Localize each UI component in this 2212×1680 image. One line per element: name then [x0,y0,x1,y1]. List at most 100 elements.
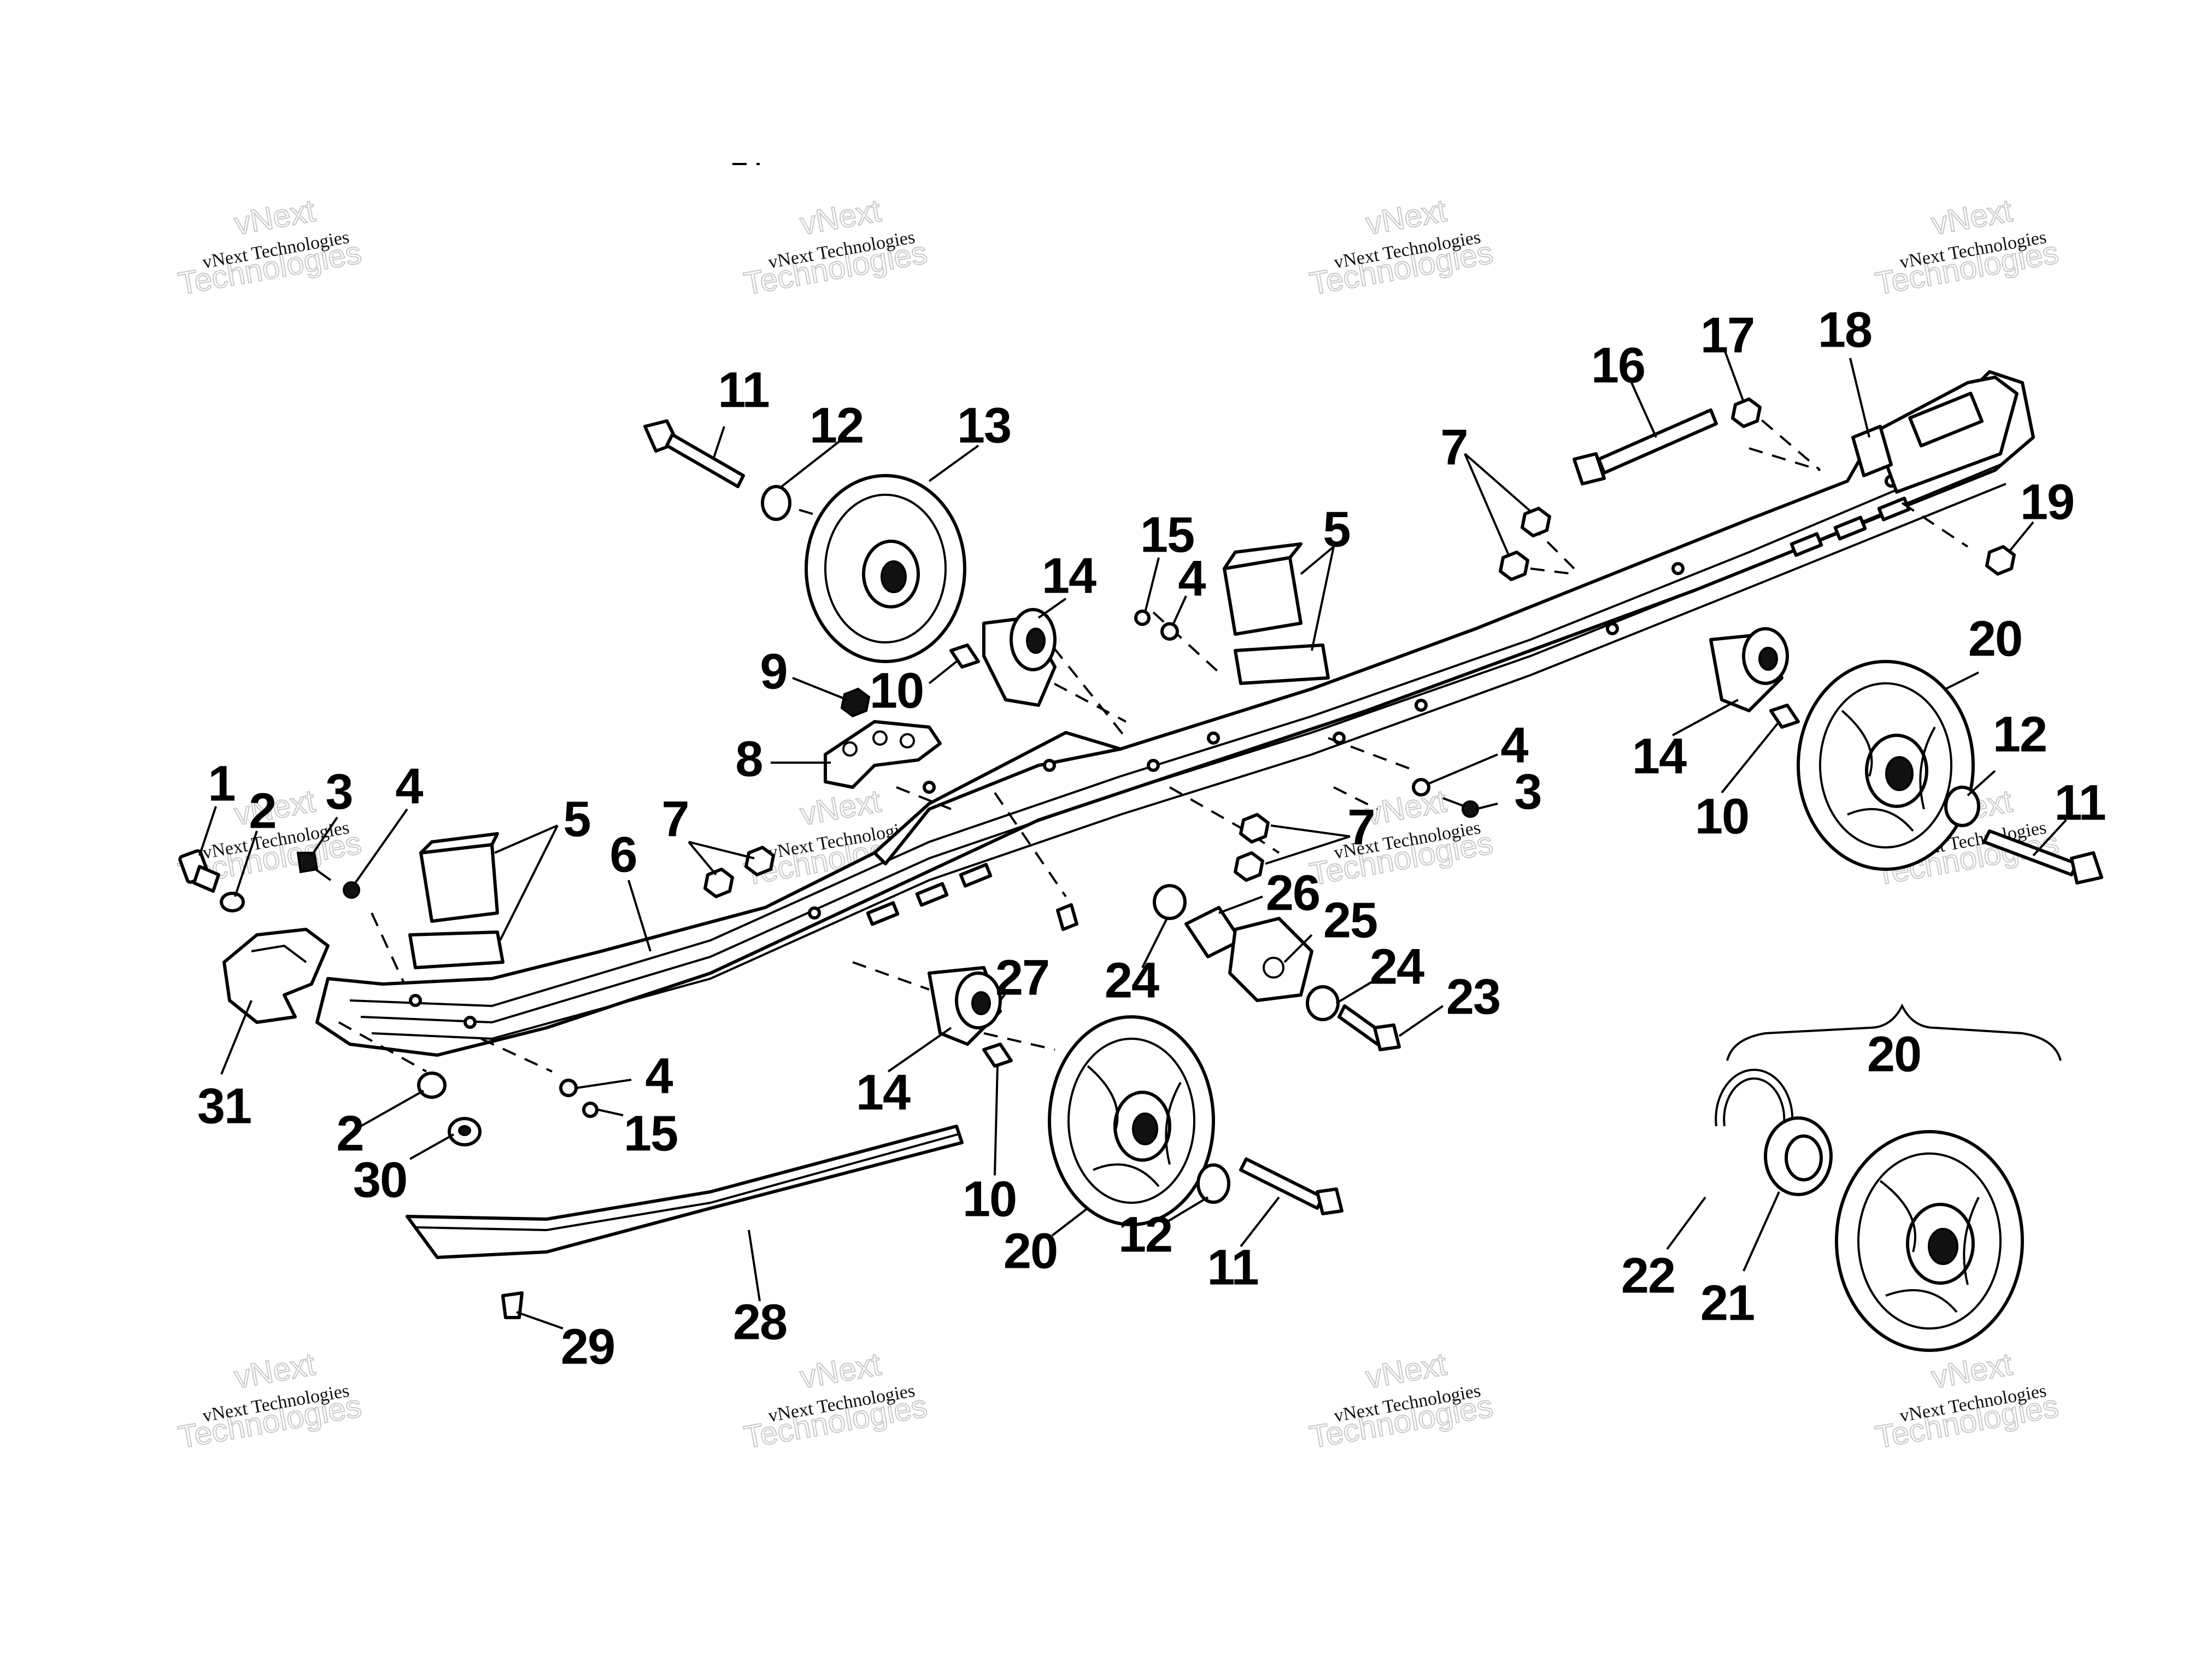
part-27-screw [1056,903,1078,931]
leader-line [220,1000,253,1075]
wheel-spoke [1847,808,1914,832]
rail-window [959,863,993,888]
bumper-block-top [1223,542,1302,570]
wheel-spoke [1093,1163,1160,1187]
bracket-body [1228,917,1313,1002]
leader-line [1398,1005,1444,1037]
screw-head [1462,800,1479,818]
assembly-line [1742,403,1821,471]
part-1-bolt [178,849,220,893]
callout-4: 4 [1500,717,1528,773]
assembly-line [1530,567,1575,575]
callout-11: 11 [1207,1239,1258,1295]
leader-line [1426,753,1498,786]
callout-labels: 1 2 3 4 5 6 7 8 9 10 11 12 13 14 15 4 5 … [197,302,2107,1374]
bushing-bore [458,1125,471,1136]
callout-25: 25 [1323,892,1377,948]
callout-26: 26 [1266,865,1319,921]
leader-line [1270,824,1351,838]
leader-line [360,1090,424,1127]
callout-4: 4 [395,758,423,814]
wheel-spoke [1841,710,1873,777]
part-24-washer [1153,884,1187,920]
callout-16: 16 [1591,337,1645,393]
leader-line [1141,918,1168,968]
rail-tip-ridge [251,944,307,963]
callout-14: 14 [856,1064,911,1120]
hex-nut [1499,551,1529,581]
bolt-head [1316,1187,1343,1215]
part-17-nut [1731,397,1762,428]
rail-front-arm [873,731,1122,865]
assembly-line [983,1032,1055,1051]
part-12-washer [761,485,791,521]
callout-12: 12 [1118,1207,1172,1262]
assembly-line [1333,786,1378,810]
rail-hole [1606,622,1619,635]
part-20-wheel-right [1797,660,1975,871]
leader-line [409,1133,454,1160]
part-4-nut-middle [1412,778,1430,797]
part-3-screw [296,852,332,881]
callout-1: 1 [208,756,234,811]
callout-10: 10 [870,663,923,718]
rail-window [1833,516,1867,541]
callout-11: 11 [718,362,768,418]
watermark: vNext Technologies vNext Technologies [1872,192,2062,302]
assembly-line [1152,611,1220,674]
part-4-nut-top [1160,622,1179,641]
leader-line [1672,699,1739,736]
part-10-bolt-lower [982,1043,1013,1068]
callout-12: 12 [1993,706,2046,762]
leader-line [1723,349,1745,402]
wheel-rim [824,494,947,643]
watermark: vNext Technologies vNext Technologies [741,1346,930,1456]
part-21-bearing-inner [1785,1134,1823,1181]
callout-9: 9 [760,643,787,699]
leader-line [310,816,338,857]
callout-8: 8 [735,731,762,787]
wheel-bore [881,560,907,593]
bolt-shank [192,865,220,893]
leader-line [234,830,258,897]
callout-21: 21 [1700,1275,1754,1331]
rail-assembly [315,370,2035,1057]
watermark-group: vNext Technologies vNext Technologies vN… [175,192,2062,1456]
bracket-hole [900,733,915,748]
part-4-nut [343,881,360,899]
callout-20: 20 [1867,1026,1921,1082]
leader-line [781,436,846,488]
leader-line [999,988,1010,1002]
leader-line [1300,546,1335,575]
rod-head [1573,452,1606,485]
leader-line [598,1109,624,1116]
part-3-screw-middle [1442,797,1479,818]
part-7-nuts-middle [1234,813,1270,882]
screw-shank [310,865,332,881]
bolt-shank [1982,829,2079,876]
rail-hole [1671,562,1685,575]
callout-22: 22 [1621,1248,1675,1303]
leader-line [712,426,725,460]
part-7-nuts-upper [1499,507,1551,581]
bracket-hole [1263,957,1284,979]
hex-nut [1234,851,1264,882]
callout-5: 5 [563,791,590,847]
part-10-bolt-right [1769,704,1800,729]
part-2-washer-lower [417,1072,447,1099]
leader-lines [198,349,2067,1330]
part-18-link [1851,425,1893,477]
wheel-spoke [1165,1082,1182,1165]
callout-14: 14 [1042,548,1096,604]
part-11-bolt-right [1982,829,2103,885]
callout-10: 10 [1695,788,1749,844]
leader-line [1166,1196,1209,1223]
part-23-bolt [1337,1004,1401,1051]
leader-line [1464,453,1532,512]
assembly-line [1901,502,1969,548]
callout-15: 15 [624,1105,677,1161]
callout-3: 3 [325,764,352,819]
wheel-spoke [1885,1289,1958,1313]
leader-line [1945,671,1979,690]
assembly-line [1749,447,1821,471]
